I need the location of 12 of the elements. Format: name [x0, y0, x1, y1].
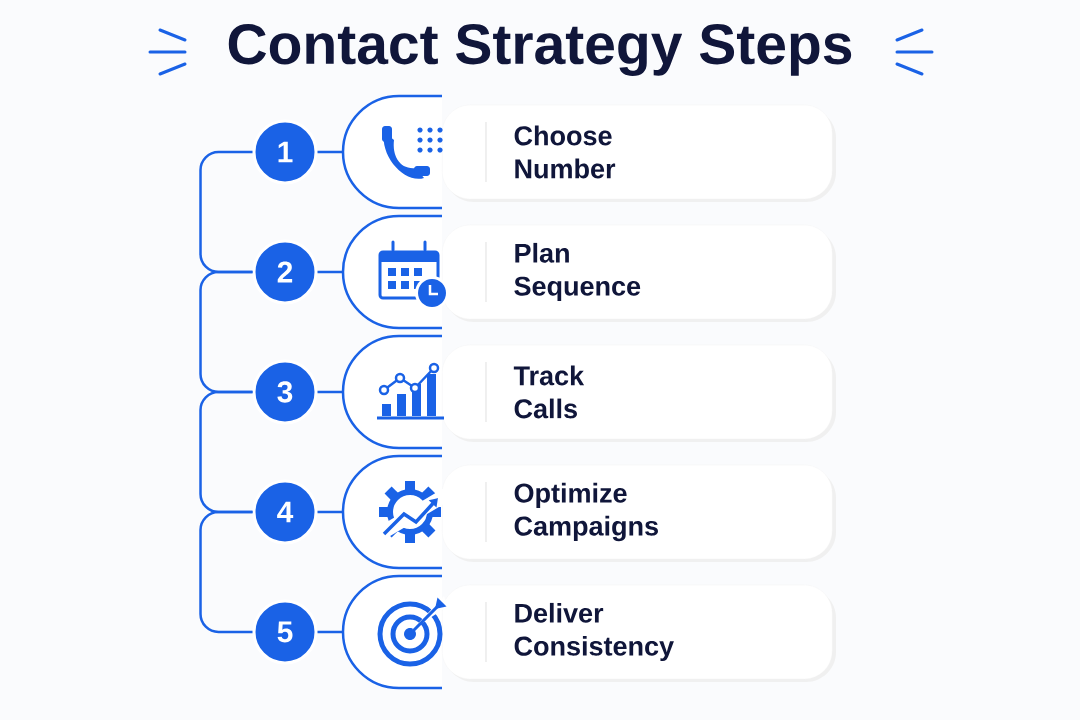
connector-line	[317, 630, 343, 634]
title: Contact Strategy Steps	[228, 24, 852, 76]
connector-line	[199, 150, 253, 274]
connector-line	[317, 150, 343, 154]
connector-line	[199, 390, 253, 514]
icon-capsule	[341, 574, 442, 690]
connector-line	[317, 390, 343, 394]
connector-line	[317, 510, 343, 514]
step-card: Deliver Consistency	[442, 584, 836, 682]
connector-line	[317, 270, 343, 274]
connector-line	[199, 510, 253, 634]
connector-line	[199, 270, 253, 394]
